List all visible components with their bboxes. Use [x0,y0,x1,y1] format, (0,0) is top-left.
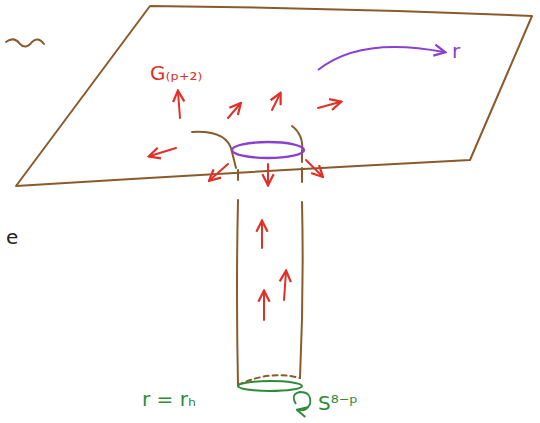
radius-label: r [452,40,460,62]
sphere-rotation-arrow [294,392,311,410]
throat-circle [232,142,304,158]
tube-right [300,168,303,378]
horizon-label: r = rₕ [142,388,196,410]
page-squiggle [6,39,44,46]
brane-plane [16,6,532,186]
sphere-label: S⁸⁻ᵖ [318,392,358,414]
horizon-sphere-front [238,381,302,391]
throat-left [192,132,236,168]
field-strength-label: G₍ₚ₊₂₎ [150,62,202,84]
flux-arrows [150,92,340,320]
tube-left [237,170,238,385]
radial-arrow [318,47,444,70]
margin-fragment: e [6,226,18,248]
